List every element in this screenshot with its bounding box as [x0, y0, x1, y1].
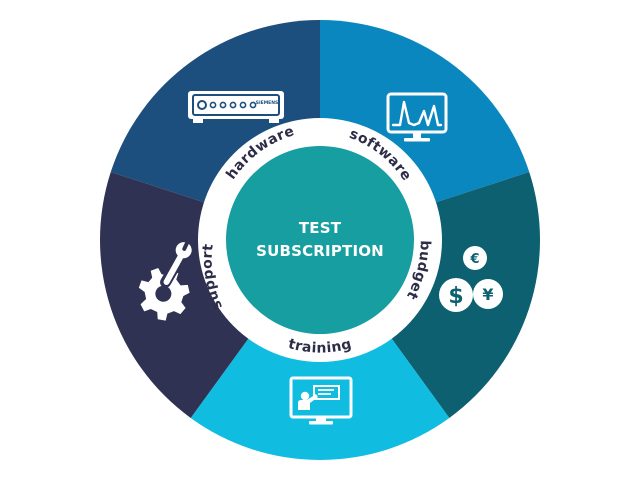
center-title-line-2: SUBSCRIPTION [256, 242, 384, 260]
ring-label-training: training [286, 336, 353, 356]
presentation-screen-icon [289, 376, 353, 425]
euro-symbol: € [469, 252, 479, 267]
yen-symbol: ¥ [482, 285, 493, 304]
currency-coins-icon: € $ ¥ [439, 246, 503, 312]
center-title-line-1: TEST [299, 219, 342, 237]
dollar-symbol: $ [448, 284, 463, 309]
hardware-device-icon: SIEMENS [188, 91, 284, 123]
center-circle[interactable] [226, 146, 414, 334]
hardware-brand-text: SIEMENS [256, 100, 279, 106]
monitor-waveform-icon [386, 92, 448, 142]
gear-wrench-icon [138, 237, 192, 321]
